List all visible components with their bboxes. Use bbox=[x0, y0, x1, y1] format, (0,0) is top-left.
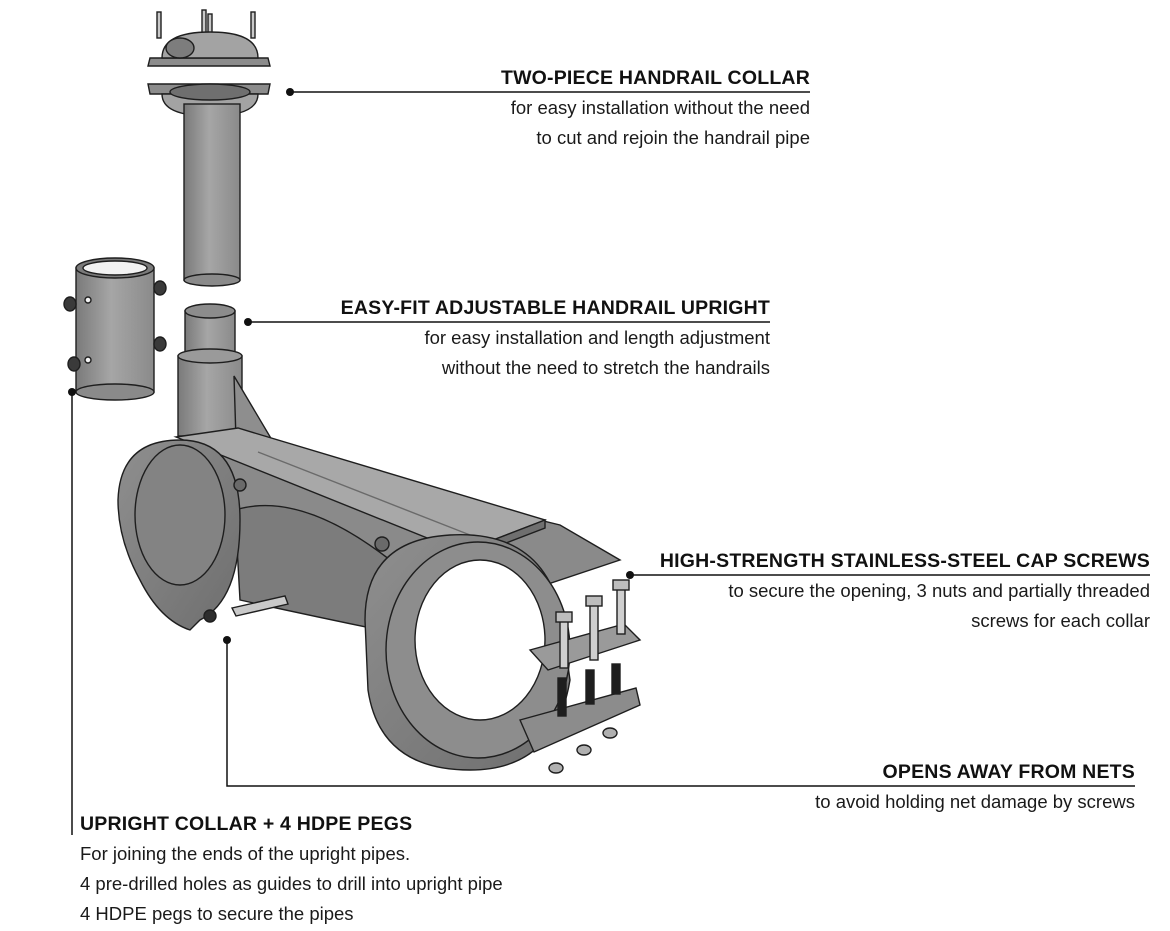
upright-pipe-part bbox=[177, 303, 274, 441]
callout-line: for easy installation without the need bbox=[510, 97, 810, 118]
leader-lines bbox=[71, 91, 1150, 835]
collar-bolts bbox=[156, 9, 256, 39]
callout-line: to secure the opening, 3 nuts and partia… bbox=[728, 580, 1150, 601]
callout-title: HIGH-STRENGTH STAINLESS-STEEL CAP SCREWS bbox=[659, 550, 1150, 572]
callout-line: to cut and rejoin the handrail pipe bbox=[536, 127, 810, 148]
upright-collar-part bbox=[63, 257, 167, 401]
callout-title: EASY-FIT ADJUSTABLE HANDRAIL UPRIGHT bbox=[340, 297, 770, 319]
callout-line: 4 HDPE pegs to secure the pipes bbox=[80, 903, 354, 924]
callout-line: For joining the ends of the upright pipe… bbox=[80, 843, 411, 864]
callout-line: without the need to stretch the handrail… bbox=[441, 357, 770, 378]
callout-line: screws for each collar bbox=[971, 610, 1150, 631]
screw-heads bbox=[555, 579, 630, 623]
callout-line: to avoid holding net damage by screws bbox=[815, 791, 1135, 812]
threaded-ends bbox=[557, 663, 621, 717]
callout-handrail-upright: EASY-FIT ADJUSTABLE HANDRAIL UPRIGHT for… bbox=[210, 293, 770, 383]
callout-upright-collar: UPRIGHT COLLAR + 4 HDPE PEGS For joining… bbox=[80, 809, 640, 929]
loose-nuts bbox=[548, 727, 618, 774]
callout-handrail-collar: TWO-PIECE HANDRAIL COLLAR for easy insta… bbox=[250, 63, 810, 153]
leader-dots bbox=[68, 88, 634, 644]
hdpe-pegs bbox=[63, 280, 167, 372]
callout-title: UPRIGHT COLLAR + 4 HDPE PEGS bbox=[80, 813, 413, 835]
main-bracket-part bbox=[117, 427, 642, 771]
callout-line: 4 pre-drilled holes as guides to drill i… bbox=[80, 873, 503, 894]
callout-cap-screws: HIGH-STRENGTH STAINLESS-STEEL CAP SCREWS… bbox=[590, 546, 1150, 636]
callout-line: for easy installation and length adjustm… bbox=[424, 327, 770, 348]
cap-screws-part bbox=[548, 579, 630, 774]
handrail-collar-part bbox=[147, 9, 271, 287]
callout-opens-away: OPENS AWAY FROM NETS to avoid holding ne… bbox=[635, 757, 1135, 817]
callout-title: OPENS AWAY FROM NETS bbox=[882, 761, 1135, 783]
callout-title: TWO-PIECE HANDRAIL COLLAR bbox=[500, 67, 810, 89]
